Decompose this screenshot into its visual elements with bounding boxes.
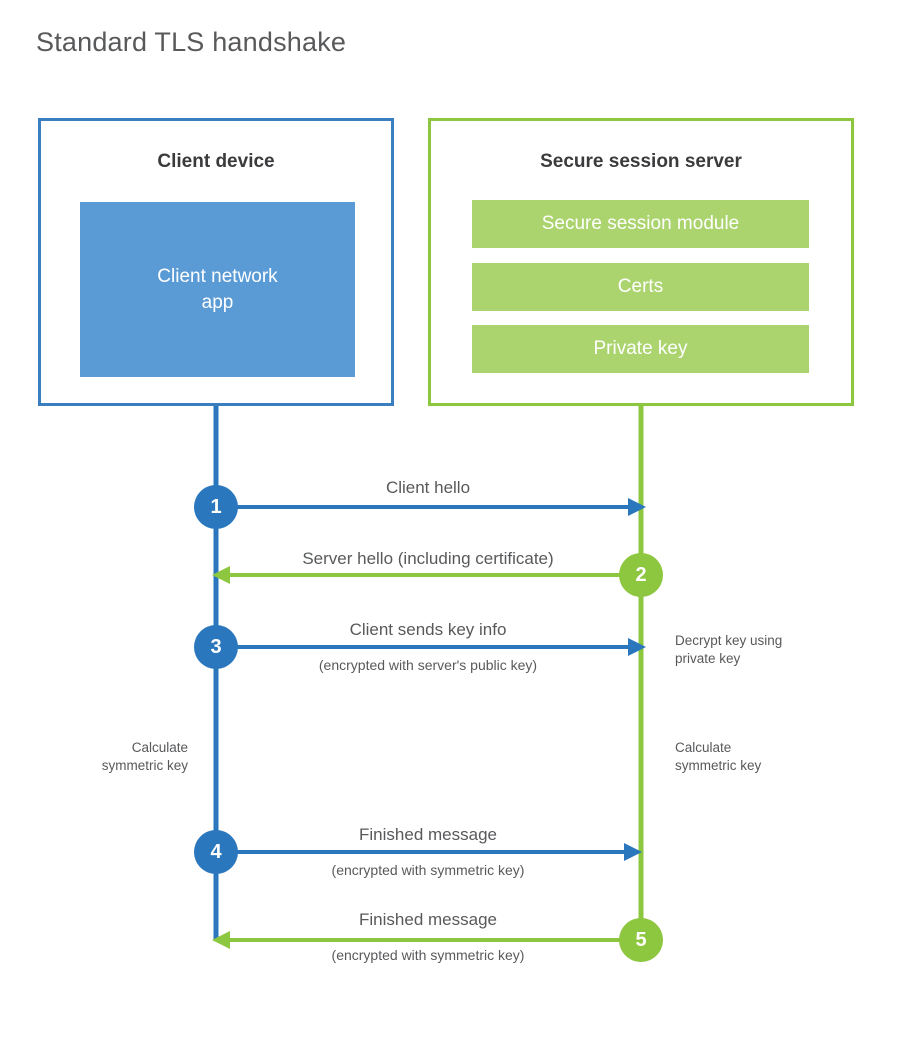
arrow-step-5 bbox=[212, 931, 641, 949]
server-component-certs: Certs bbox=[472, 263, 809, 311]
page-title: Standard TLS handshake bbox=[36, 27, 347, 57]
message-label-step-5: Finished message bbox=[359, 910, 497, 929]
message-label-step-4: Finished message bbox=[359, 825, 497, 844]
secure-session-server-box: Secure session server Secure session mod… bbox=[428, 118, 854, 406]
server-component-secure-session-module: Secure session module bbox=[472, 200, 809, 248]
message-label-step-2: Server hello (including certificate) bbox=[302, 549, 554, 568]
message-sublabel-step-5: (encrypted with symmetric key) bbox=[331, 947, 525, 963]
step-number-2: 2 bbox=[635, 563, 647, 586]
annotation-server-decrypt-key: Decrypt key using private key bbox=[675, 633, 783, 667]
client-network-app-block: Client network app bbox=[80, 202, 355, 377]
step-number-5: 5 bbox=[635, 928, 647, 951]
step-number-4: 4 bbox=[210, 840, 222, 863]
step-marker-5[interactable]: 5 bbox=[619, 918, 663, 962]
message-label-step-1: Client hello bbox=[385, 478, 471, 497]
step-number-3: 3 bbox=[210, 635, 222, 658]
message-sublabel-step-4: (encrypted with symmetric key) bbox=[331, 862, 525, 878]
step-marker-1[interactable]: 1 bbox=[194, 485, 238, 529]
step-marker-3[interactable]: 3 bbox=[194, 625, 238, 669]
client-device-title: Client device bbox=[157, 151, 275, 172]
arrow-step-3 bbox=[216, 638, 646, 656]
message-label-step-3: Client sends key info bbox=[349, 620, 507, 639]
step-marker-4[interactable]: 4 bbox=[194, 830, 238, 874]
arrow-step-2 bbox=[212, 566, 641, 584]
step-number-1: 1 bbox=[210, 495, 222, 518]
arrow-step-1 bbox=[216, 498, 646, 516]
client-device-box: Client device Client network app bbox=[38, 118, 394, 406]
annotation-client-calculate-symmetric-key: Calculate symmetric key bbox=[101, 740, 188, 774]
arrow-step-4 bbox=[216, 843, 642, 861]
annotation-server-calculate-symmetric-key: Calculate symmetric key bbox=[675, 740, 762, 774]
secure-session-server-title: Secure session server bbox=[540, 151, 742, 172]
step-marker-2[interactable]: 2 bbox=[619, 553, 663, 597]
server-component-private-key: Private key bbox=[472, 325, 809, 373]
message-sublabel-step-3: (encrypted with server's public key) bbox=[318, 657, 538, 673]
